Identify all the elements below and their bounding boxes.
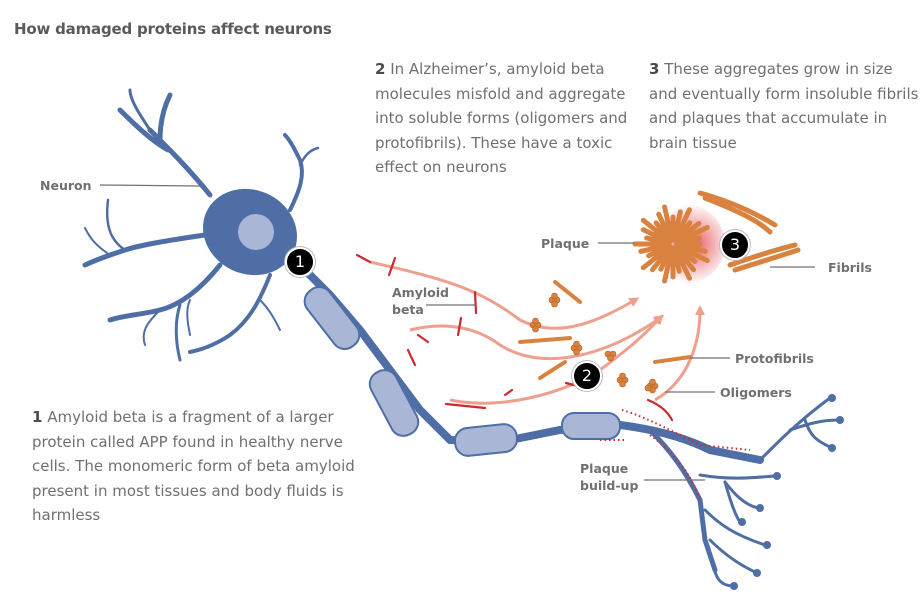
label-plaque-buildup-1: Plaque: [580, 461, 629, 476]
step-3-number: 3: [649, 60, 660, 78]
dendrites: [82, 88, 320, 362]
badge-step-1: 1: [285, 247, 315, 277]
axon-terminals: [698, 396, 840, 588]
label-protofibrils: Protofibrils: [735, 351, 814, 366]
plaque-buildup-dots: [600, 409, 751, 501]
step-2-text: In Alzheimer’s, amyloid beta molecules m…: [375, 60, 628, 176]
axon: [296, 261, 764, 464]
step-1-number: 1: [32, 408, 43, 426]
badge-step-2: 2: [572, 361, 602, 391]
step-2-number: 2: [375, 60, 386, 78]
plaque: [632, 204, 725, 284]
leader-lines: [99, 184, 815, 481]
badge-step-3: 3: [720, 230, 750, 260]
terminal-bulbs: [730, 394, 844, 590]
diagram-title: How damaged proteins affect neurons: [14, 20, 332, 38]
label-plaque: Plaque: [541, 236, 590, 251]
fibrils: [697, 190, 801, 273]
step-3-text: These aggregates grow in size and eventu…: [649, 60, 919, 152]
step-1-description: 1 Amyloid beta is a fragment of a larger…: [32, 405, 377, 528]
myelin-sheaths: [303, 286, 621, 457]
step-3-description: 3 These aggregates grow in size and even…: [649, 57, 919, 155]
nucleus: [238, 214, 274, 250]
step-1-text: Amyloid beta is a fragment of a larger p…: [32, 408, 355, 524]
label-fibrils: Fibrils: [828, 260, 872, 275]
plaque-fibril-strand: [674, 235, 703, 246]
label-amyloid-beta-1: Amyloid: [392, 285, 449, 300]
label-plaque-buildup-2: build-up: [580, 478, 639, 493]
label-amyloid-beta-2: beta: [392, 302, 424, 317]
label-neuron: Neuron: [40, 178, 92, 193]
label-oligomers: Oligomers: [720, 385, 792, 400]
protofibrils: [518, 280, 692, 380]
oligomers: [529, 292, 659, 394]
step-2-description: 2 In Alzheimer’s, amyloid beta molecules…: [375, 57, 635, 180]
